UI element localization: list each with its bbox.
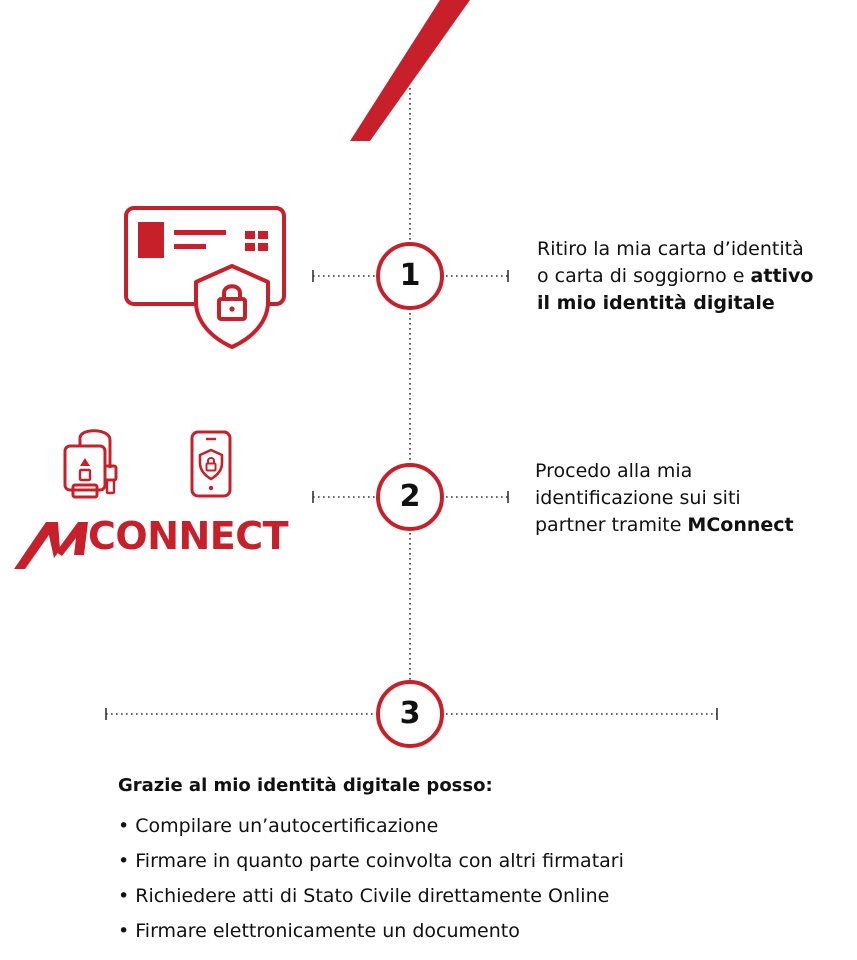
step2-line3: partner tramite MConnect bbox=[535, 512, 794, 539]
step1-line3-bold: il mio identità digitale bbox=[537, 292, 775, 314]
step1-line2-normal: o carta di soggiorno e bbox=[537, 265, 751, 287]
step1-line1: Ritiro la mia carta d’identità bbox=[537, 238, 804, 260]
step2-line3-bold: MConnect bbox=[687, 514, 794, 536]
benefit-item-4: Firmare elettronicamente un documento bbox=[118, 914, 624, 949]
benefit-item-3: Richiedere atti di Stato Civile direttam… bbox=[118, 879, 624, 914]
step3-circle bbox=[376, 680, 444, 748]
benefit-item-2: Firmare in quanto parte coinvolta con al… bbox=[118, 844, 624, 879]
step2-description: Procedo alla mia identificazione sui sit… bbox=[535, 458, 794, 539]
mconnect-wordmark: CONNECT bbox=[88, 514, 289, 558]
smartphone-shield-lock-icon bbox=[190, 430, 232, 498]
step1-number: 1 bbox=[399, 258, 421, 293]
step2-line3-normal: partner tramite bbox=[535, 514, 688, 536]
benefit-item-1: Compilare un’autocertificazione bbox=[118, 809, 624, 844]
step1-line3: il mio identità digitale bbox=[537, 290, 813, 317]
step1-line2: o carta di soggiorno e attivo bbox=[537, 263, 813, 290]
step2-circle bbox=[376, 463, 444, 531]
mconnect-logo: CONNECT bbox=[88, 514, 289, 558]
step1-circle bbox=[376, 242, 444, 310]
id-card-shield-lock-icon bbox=[124, 206, 286, 349]
red-diagonal-stripe bbox=[350, 0, 470, 141]
mconnect-logo-m bbox=[14, 522, 88, 569]
step3-number: 3 bbox=[399, 696, 421, 731]
benefits-list: Compilare un’autocertificazione Firmare … bbox=[118, 809, 624, 949]
step2-line2: identificazione sui siti bbox=[535, 487, 741, 509]
step1-description: Ritiro la mia carta d’identità o carta d… bbox=[537, 236, 813, 317]
step1-line2-bold: attivo bbox=[750, 265, 814, 287]
benefits-title: Grazie al mio identità digitale posso: bbox=[118, 775, 493, 796]
step2-line1: Procedo alla mia bbox=[535, 460, 693, 482]
card-reader-icon bbox=[63, 429, 118, 499]
step2-number: 2 bbox=[399, 479, 421, 514]
